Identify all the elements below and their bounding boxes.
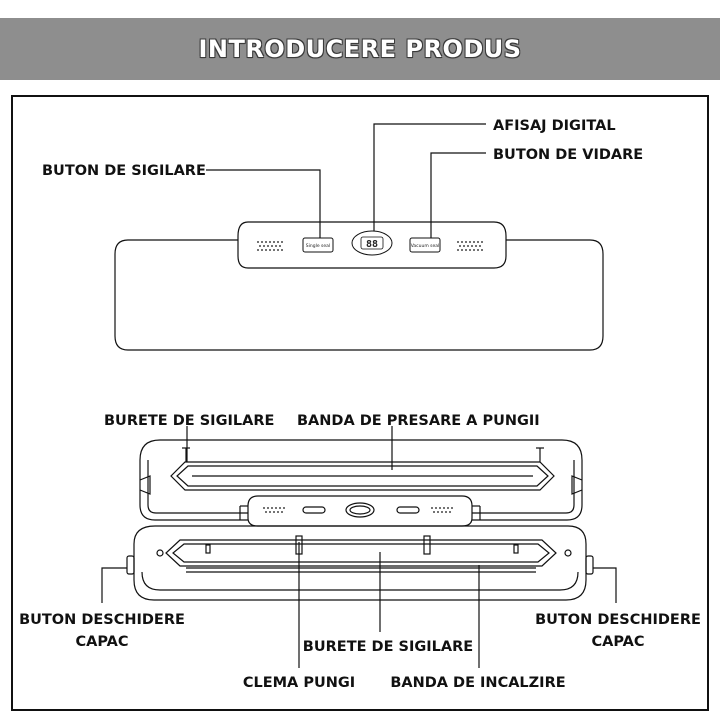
- callout-lines-top: [206, 123, 486, 238]
- callout-lines-bottom: [101, 426, 617, 668]
- label-banda-de-presare: BANDA DE PRESARE A PUNGII: [297, 413, 540, 429]
- panel-vent-left: [257, 241, 283, 251]
- header-banner: INTRODUCERE PRODUS: [0, 18, 720, 80]
- display-screen: [360, 236, 384, 250]
- label-burete-de-sigilare-top: BURETE DE SIGILARE: [104, 413, 274, 429]
- label-afisaj-digital: AFISAJ DIGITAL: [493, 118, 616, 134]
- label-clema-pungi: CLEMA PUNGI: [243, 675, 355, 691]
- hinge-vent-dots: [263, 507, 453, 513]
- single-seal-button[interactable]: [302, 237, 334, 253]
- panel-vent-right: [457, 241, 483, 251]
- diagram-frame: [11, 95, 709, 711]
- digital-display: [351, 230, 393, 256]
- vacuum-seal-button[interactable]: [409, 237, 441, 253]
- top-view-device: [114, 221, 604, 351]
- label-buton-deschidere-left-1: BUTON DESCHIDERE: [19, 612, 185, 628]
- label-banda-de-incalzire: BANDA DE INCALZIRE: [390, 675, 565, 691]
- control-panel: [237, 221, 507, 269]
- label-buton-de-sigilare: BUTON DE SIGILARE: [42, 163, 206, 179]
- open-hinge-panel: [239, 495, 481, 527]
- label-buton-deschidere-right-2: CAPAC: [591, 634, 644, 650]
- vacuum-seal-label: Vacuum seal: [411, 243, 440, 249]
- label-buton-deschidere-left-2: CAPAC: [75, 634, 128, 650]
- open-base: [126, 525, 594, 601]
- label-buton-deschidere-right-1: BUTON DESCHIDERE: [535, 612, 701, 628]
- open-lid: [139, 439, 583, 521]
- page-title: INTRODUCERE PRODUS: [198, 35, 522, 63]
- label-buton-de-vidare: BUTON DE VIDARE: [493, 147, 643, 163]
- single-seal-label: Single seal: [306, 243, 330, 249]
- display-value: 88: [366, 239, 378, 250]
- label-burete-de-sigilare-bottom: BURETE DE SIGILARE: [303, 639, 473, 655]
